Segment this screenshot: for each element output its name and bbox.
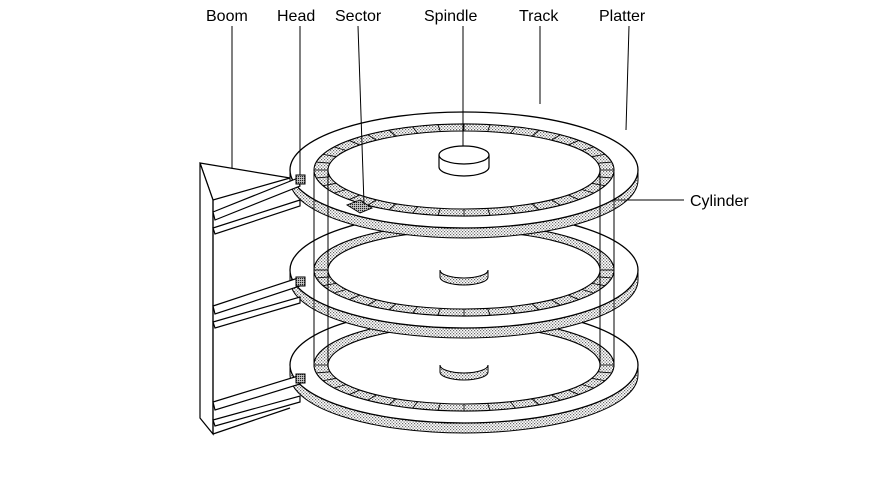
- sector-division-line: [437, 403, 441, 411]
- sector-division-line: [348, 194, 360, 200]
- sector-division-line: [591, 282, 606, 287]
- sector-division-line: [581, 146, 595, 151]
- label-boom: Boom: [206, 8, 248, 25]
- sector-division-line: [597, 161, 612, 164]
- sector-division-line: [367, 299, 377, 306]
- sector-division-line: [316, 161, 331, 164]
- sector-division-line: [412, 206, 418, 214]
- sector-division-line: [568, 389, 580, 395]
- sector-division-line: [510, 206, 516, 214]
- sector-division-line: [591, 153, 606, 158]
- sector-division-line: [333, 146, 347, 151]
- sector-division-line: [487, 124, 491, 132]
- sector-division-line: [487, 308, 491, 316]
- sector-division-line: [412, 126, 418, 134]
- sector-division-line: [510, 401, 516, 409]
- label-spindle: Spindle: [424, 8, 477, 25]
- label-cylinder: Cylinder: [690, 193, 749, 210]
- sector-division-line: [437, 308, 441, 316]
- sector-division-line: [551, 299, 561, 306]
- head-1: [295, 174, 306, 185]
- head-3: [295, 373, 306, 384]
- sector-division-line: [581, 189, 595, 194]
- sector-division-line: [510, 306, 516, 314]
- sector-division-line: [316, 371, 331, 374]
- sector-division-line: [388, 203, 397, 211]
- sector-division-line: [322, 282, 337, 287]
- sector-division-line: [531, 129, 540, 137]
- sector-division-line: [568, 294, 580, 300]
- sector-division-line: [322, 153, 337, 158]
- sector-division-line: [597, 371, 612, 374]
- sector-division-line: [333, 189, 347, 194]
- sector-division-line: [568, 194, 580, 200]
- sector-division-line: [388, 303, 397, 311]
- sector-division-line: [531, 203, 540, 211]
- head-2: [295, 276, 306, 287]
- highlighted-sector: [345, 199, 373, 214]
- sector-division-line: [591, 377, 606, 382]
- sector-division-line: [551, 394, 561, 401]
- sector-division-line: [412, 306, 418, 314]
- sector-division-line: [367, 199, 377, 206]
- label-platter: Platter: [599, 8, 646, 25]
- spindle: [438, 145, 490, 177]
- sector-division-line: [388, 398, 397, 406]
- sector-division-line: [322, 182, 337, 187]
- sector-division-line: [581, 289, 595, 294]
- sector-division-line: [551, 199, 561, 206]
- sector-division-line: [551, 134, 561, 141]
- boom-assembly: [199, 162, 301, 436]
- sector-division-line: [367, 394, 377, 401]
- sector-division-line: [348, 294, 360, 300]
- platter-2: [289, 211, 639, 339]
- sector-division-line: [531, 398, 540, 406]
- sector-division-line: [531, 303, 540, 311]
- sector-division-line: [581, 384, 595, 389]
- sector-division-line: [388, 129, 397, 137]
- sector-division-line: [348, 389, 360, 395]
- cylinder-outline: [313, 172, 615, 367]
- sector-division-line: [437, 124, 441, 132]
- sector-division-line: [322, 377, 337, 382]
- sector-division-line: [591, 182, 606, 187]
- sector-division-line: [412, 401, 418, 409]
- sector-division-line: [333, 384, 347, 389]
- sector-divisions: [314, 124, 614, 411]
- sector-division-line: [487, 208, 491, 216]
- leader-lines: [231, 25, 684, 205]
- sector-division-line: [367, 134, 377, 141]
- sector-division-line: [333, 289, 347, 294]
- sector-division-line: [437, 208, 441, 216]
- label-sector: Sector: [335, 8, 382, 25]
- sector-division-line: [568, 140, 580, 146]
- sector-division-line: [487, 403, 491, 411]
- label-head: Head: [277, 8, 315, 25]
- spindle-segments: [439, 269, 489, 381]
- sector-division-line: [348, 140, 360, 146]
- label-track: Track: [519, 8, 559, 25]
- sector-division-line: [510, 126, 516, 134]
